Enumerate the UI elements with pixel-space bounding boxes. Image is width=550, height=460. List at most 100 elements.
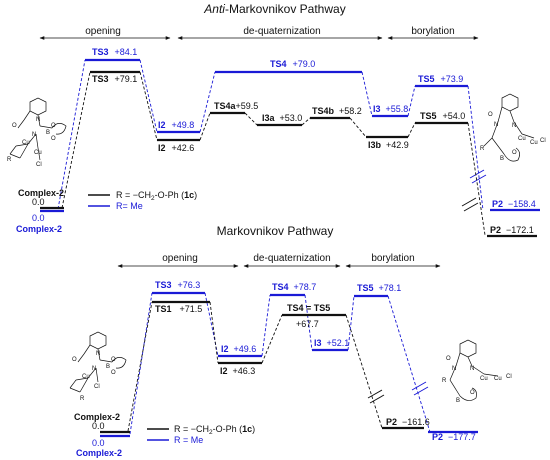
anti-ts4b-name: TS4b xyxy=(312,106,335,116)
markov-i3-blue-name: I3 xyxy=(314,338,322,348)
markov-ts4-blue-value: +78.7 xyxy=(294,282,317,292)
anti-i3-blue-name: I3 xyxy=(373,104,381,114)
svg-text:N: N xyxy=(32,132,36,138)
anti-ts4-blue-name: TS4 xyxy=(270,59,287,69)
svg-text:I3+55.8: I3 +55.8 xyxy=(373,104,408,114)
markov-i2-blue-name: I2 xyxy=(221,344,229,354)
svg-text:O: O xyxy=(51,136,56,142)
svg-text:O: O xyxy=(512,150,517,156)
svg-text:P2−161.6: P2 −161.6 xyxy=(386,417,430,427)
svg-text:I3b+42.9: I3b+42.9 xyxy=(368,140,409,150)
markov-p2-black-value: −161.6 xyxy=(402,417,430,427)
svg-text:R: R xyxy=(480,146,485,152)
anti-ts5-blue-value: +73.9 xyxy=(441,74,464,84)
svg-text:TS5+73.9: TS5+73.9 xyxy=(418,74,463,84)
svg-text:I3+52.1: I3+52.1 xyxy=(314,338,349,348)
svg-text:O: O xyxy=(72,357,77,363)
anti-i3a-name: I3a xyxy=(262,113,276,123)
anti-ts4a-name: TS4a xyxy=(214,101,237,111)
markov-product-structure: N O N Cu Cu Cl R B O xyxy=(442,339,512,404)
anti-complex-structure: N O N Cu B O O Cu Cl R xyxy=(7,97,67,168)
svg-text:Cu: Cu xyxy=(518,136,526,142)
anti-i3b-value: +42.9 xyxy=(386,140,409,150)
svg-text:N: N xyxy=(92,366,96,372)
svg-text:N: N xyxy=(96,351,100,357)
markov-p2-blue-value: −177.7 xyxy=(448,432,476,442)
anti-zero-blue: 0.0 xyxy=(32,213,45,223)
markov-ts1-name: TS1 xyxy=(155,304,172,314)
svg-text:B: B xyxy=(46,130,50,136)
svg-text:R: R xyxy=(80,396,85,402)
anti-legend: R = −CH2-O-Ph (1c) R= Me xyxy=(88,190,197,211)
svg-text:Cl: Cl xyxy=(506,374,512,380)
markov-ts4ts5-value: +67.7 xyxy=(296,319,319,329)
svg-text:P2−158.4: P2−158.4 xyxy=(492,199,536,209)
anti-title: Anti-Markovnikov Pathway xyxy=(203,2,345,16)
svg-text:Cu: Cu xyxy=(82,374,90,380)
anti-product-structure: N O N Cu Cu Cl R B O xyxy=(480,93,546,162)
markov-ts1-value: +71.5 xyxy=(180,304,203,314)
markov-legend-black: R = −CH2-O-Ph (1c) xyxy=(174,424,255,436)
svg-text:I2+46.3: I2+46.3 xyxy=(220,366,255,376)
svg-text:I3a+53.0: I3a +53.0 xyxy=(262,113,302,123)
svg-text:TS4+79.0: TS4 +79.0 xyxy=(270,59,315,69)
anti-labels: TS3+84.1 TS3+79.1 I2+49.8 I2 +42.6 TS4 +79… xyxy=(16,47,536,235)
svg-text:Cl: Cl xyxy=(94,384,100,390)
anti-p2-black-value: −172.1 xyxy=(506,225,534,235)
svg-text:TS3+76.3: TS3 +76.3 xyxy=(155,280,200,290)
anti-ts5-black-value: +54.0 xyxy=(443,111,466,121)
markov-p2-blue-name: P2 xyxy=(432,432,443,442)
markov-ts4ts5-name: TS4 = TS5 xyxy=(287,303,330,313)
markov-i2-blue-value: +49.6 xyxy=(234,344,257,354)
anti-ts3-black-value: +79.1 xyxy=(115,74,138,84)
markov-ts3-blue-value: +76.3 xyxy=(178,280,201,290)
svg-text:R: R xyxy=(7,157,12,163)
markov-legend-blue: R = Me xyxy=(174,435,203,445)
svg-text:TS5+78.1: TS5+78.1 xyxy=(357,283,401,293)
markov-ts3-blue-name: TS3 xyxy=(155,280,172,290)
markov-legend: R = −CH2-O-Ph (1c) R = Me xyxy=(147,424,255,445)
svg-text:O: O xyxy=(51,123,56,129)
anti-phase-opening: opening xyxy=(85,26,121,37)
markov-complex-structure: N O N Cu B O O Cl R xyxy=(69,331,127,402)
markov-ts4-blue-name: TS4 xyxy=(272,282,289,292)
svg-text:B: B xyxy=(500,156,504,162)
anti-i3-blue-value: +55.8 xyxy=(386,104,409,114)
svg-text:I2+49.6: I2 +49.6 xyxy=(221,344,256,354)
anti-i2-black-name: I2 xyxy=(158,143,166,153)
svg-text:TS3+84.1: TS3+84.1 xyxy=(92,47,137,57)
markov-zero-black: 0.0 xyxy=(92,421,105,431)
markov-phase-dequaternization: de-quaternization xyxy=(253,253,330,264)
svg-text:TS4b+58.2: TS4b+58.2 xyxy=(312,106,362,116)
svg-text:P2−177.7: P2 −177.7 xyxy=(432,432,476,442)
svg-text:TS1+71.5: TS1 +71.5 xyxy=(155,304,202,314)
markov-black-path xyxy=(100,300,424,434)
markov-ts5-blue-value: +78.1 xyxy=(379,283,402,293)
svg-text:O: O xyxy=(111,370,116,376)
markov-p2-black-name: P2 xyxy=(386,417,397,427)
anti-complex-black-name: Complex-2 xyxy=(18,188,64,198)
svg-text:Cu: Cu xyxy=(494,376,502,382)
anti-ts4-blue-value: +79.0 xyxy=(293,59,316,69)
svg-text:O: O xyxy=(488,112,493,118)
anti-zero-black: 0.0 xyxy=(32,197,45,207)
anti-i2-black-value: +42.6 xyxy=(172,143,195,153)
markov-labels: TS3 +76.3 TS1 +71.5 I2 +49.6 I2+46.3 TS4 +78… xyxy=(74,280,476,458)
svg-text:N: N xyxy=(494,122,498,128)
markov-complex-blue-name: Complex-2 xyxy=(76,448,122,458)
anti-p2-black-name: P2 xyxy=(490,225,501,235)
svg-text:N: N xyxy=(36,117,40,123)
svg-text:O: O xyxy=(12,123,17,129)
svg-text:TS4+78.7: TS4 +78.7 xyxy=(272,282,316,292)
anti-i3a-value: +53.0 xyxy=(280,113,303,123)
svg-text:Cu: Cu xyxy=(22,140,30,146)
svg-text:P2−172.1: P2 −172.1 xyxy=(490,225,534,235)
anti-legend-black: R = −CH2-O-Ph (1c) xyxy=(116,190,197,202)
svg-text:TS3+79.1: TS3+79.1 xyxy=(92,74,137,84)
svg-text:B: B xyxy=(106,364,110,370)
svg-text:I2+49.8: I2+49.8 xyxy=(158,120,194,130)
anti-phase-dequaternization: de-quaternization xyxy=(243,26,320,37)
svg-text:R: R xyxy=(442,378,447,384)
anti-i2-blue-name: I2 xyxy=(158,120,166,130)
